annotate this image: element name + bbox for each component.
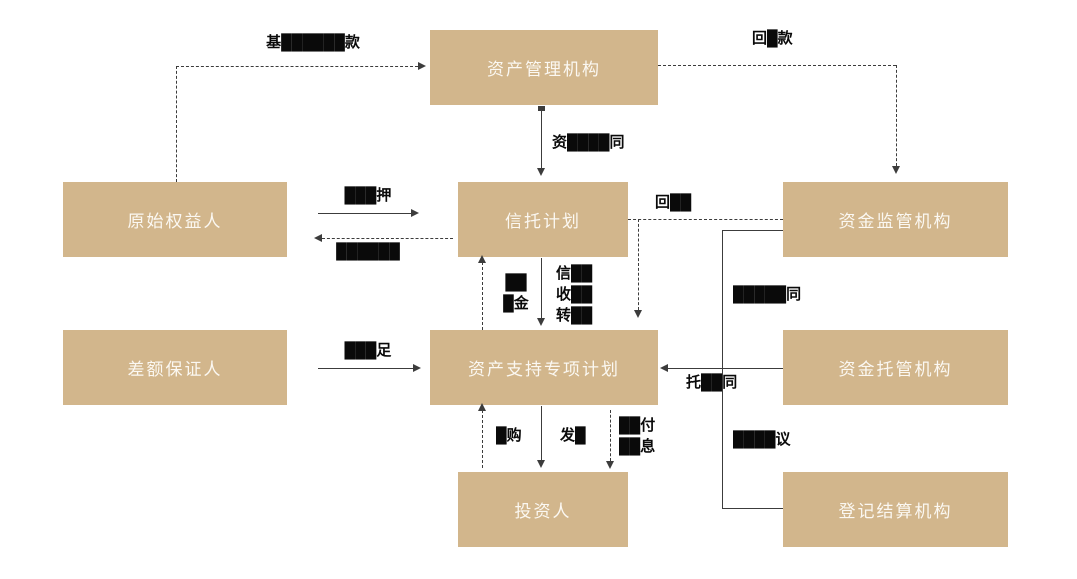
square-marker-icon: [538, 106, 545, 111]
node-guarantor: 差额保证人: [63, 330, 287, 405]
arrowhead-right-icon: [413, 364, 421, 372]
arrowhead-down-icon: [892, 166, 900, 174]
edge-label-trust-abs-up: ██ █金: [503, 274, 529, 312]
arrowhead-left-icon: [314, 234, 322, 242]
arrowhead-left-icon: [660, 364, 668, 372]
node-fund-supervisor: 资金监管机构: [783, 182, 1008, 257]
node-abs-plan: 资产支持专项计划: [430, 330, 658, 405]
connector-bracket-bottom: [722, 508, 783, 509]
arrowhead-down-icon: [537, 318, 545, 326]
node-trust-plan: 信托计划: [458, 182, 628, 257]
edge-label-abs-investor-down: 发█: [560, 427, 586, 444]
connector-manager-trust: [541, 108, 542, 168]
edge-label-trust-abs-right: 信██ 收██ 转██: [556, 265, 593, 324]
node-original-obligor: 原始权益人: [63, 182, 287, 257]
edge-label-top-left: 基██████款: [266, 34, 360, 51]
connector-supervisor-trust-horizontal: [628, 219, 783, 220]
connector-abs-trust-up: [482, 262, 483, 330]
arrowhead-down-icon: [537, 168, 545, 176]
connector-investor-abs-up: [482, 410, 483, 468]
edge-label-supervisor-trust: 回██: [655, 194, 692, 211]
connector-guarantor-abs: [318, 368, 413, 369]
arrowhead-up-icon: [478, 403, 486, 411]
connector-abs-investor-right-down: [610, 410, 611, 461]
edge-label-custodian-abs: 托██同: [686, 374, 738, 391]
node-fund-custodian: 资金托管机构: [783, 330, 1008, 405]
connector-obligor-manager-horizontal: [176, 66, 418, 67]
arrowhead-down-icon: [537, 460, 545, 468]
edge-label-registrar-agreement: ████议: [733, 431, 791, 448]
connector-manager-supervisor-horizontal: [658, 65, 896, 66]
edge-label-guarantor-abs: ███足: [344, 342, 392, 359]
arrowhead-up-icon: [478, 255, 486, 263]
connector-trust-abs-down: [541, 258, 542, 318]
connector-abs-investor-down: [541, 406, 542, 460]
connector-obligor-manager-vertical: [176, 66, 177, 182]
edge-label-investor-abs-up: █购: [496, 427, 522, 444]
connector-manager-supervisor-vertical: [896, 65, 897, 166]
edge-label-trust-obligor: ██████: [336, 243, 400, 260]
node-asset-manager: 资产管理机构: [430, 30, 658, 105]
node-investor: 投资人: [458, 472, 628, 547]
connector-custodian-abs: [668, 368, 783, 369]
edge-label-abs-investor-right: ██付 ██息: [619, 417, 656, 455]
node-registrar: 登记结算机构: [783, 472, 1008, 547]
connector-bracket-top: [722, 230, 783, 231]
edge-label-top-right: 回█款: [752, 30, 793, 47]
connector-bracket-vertical: [722, 230, 723, 508]
edge-label-supervisor-contract: █████同: [733, 286, 802, 303]
connector-supervisor-abs-vertical: [638, 219, 639, 310]
connector-trust-obligor-back: [322, 238, 453, 239]
edge-label-obligor-trust: ███押: [344, 187, 392, 204]
arrowhead-down-icon: [634, 310, 642, 318]
arrowhead-down-icon: [606, 461, 614, 469]
connector-obligor-trust-forward: [318, 213, 411, 214]
arrowhead-right-icon: [418, 62, 426, 70]
arrowhead-right-icon: [411, 209, 419, 217]
edge-label-manager-trust: 资████同: [552, 134, 625, 151]
